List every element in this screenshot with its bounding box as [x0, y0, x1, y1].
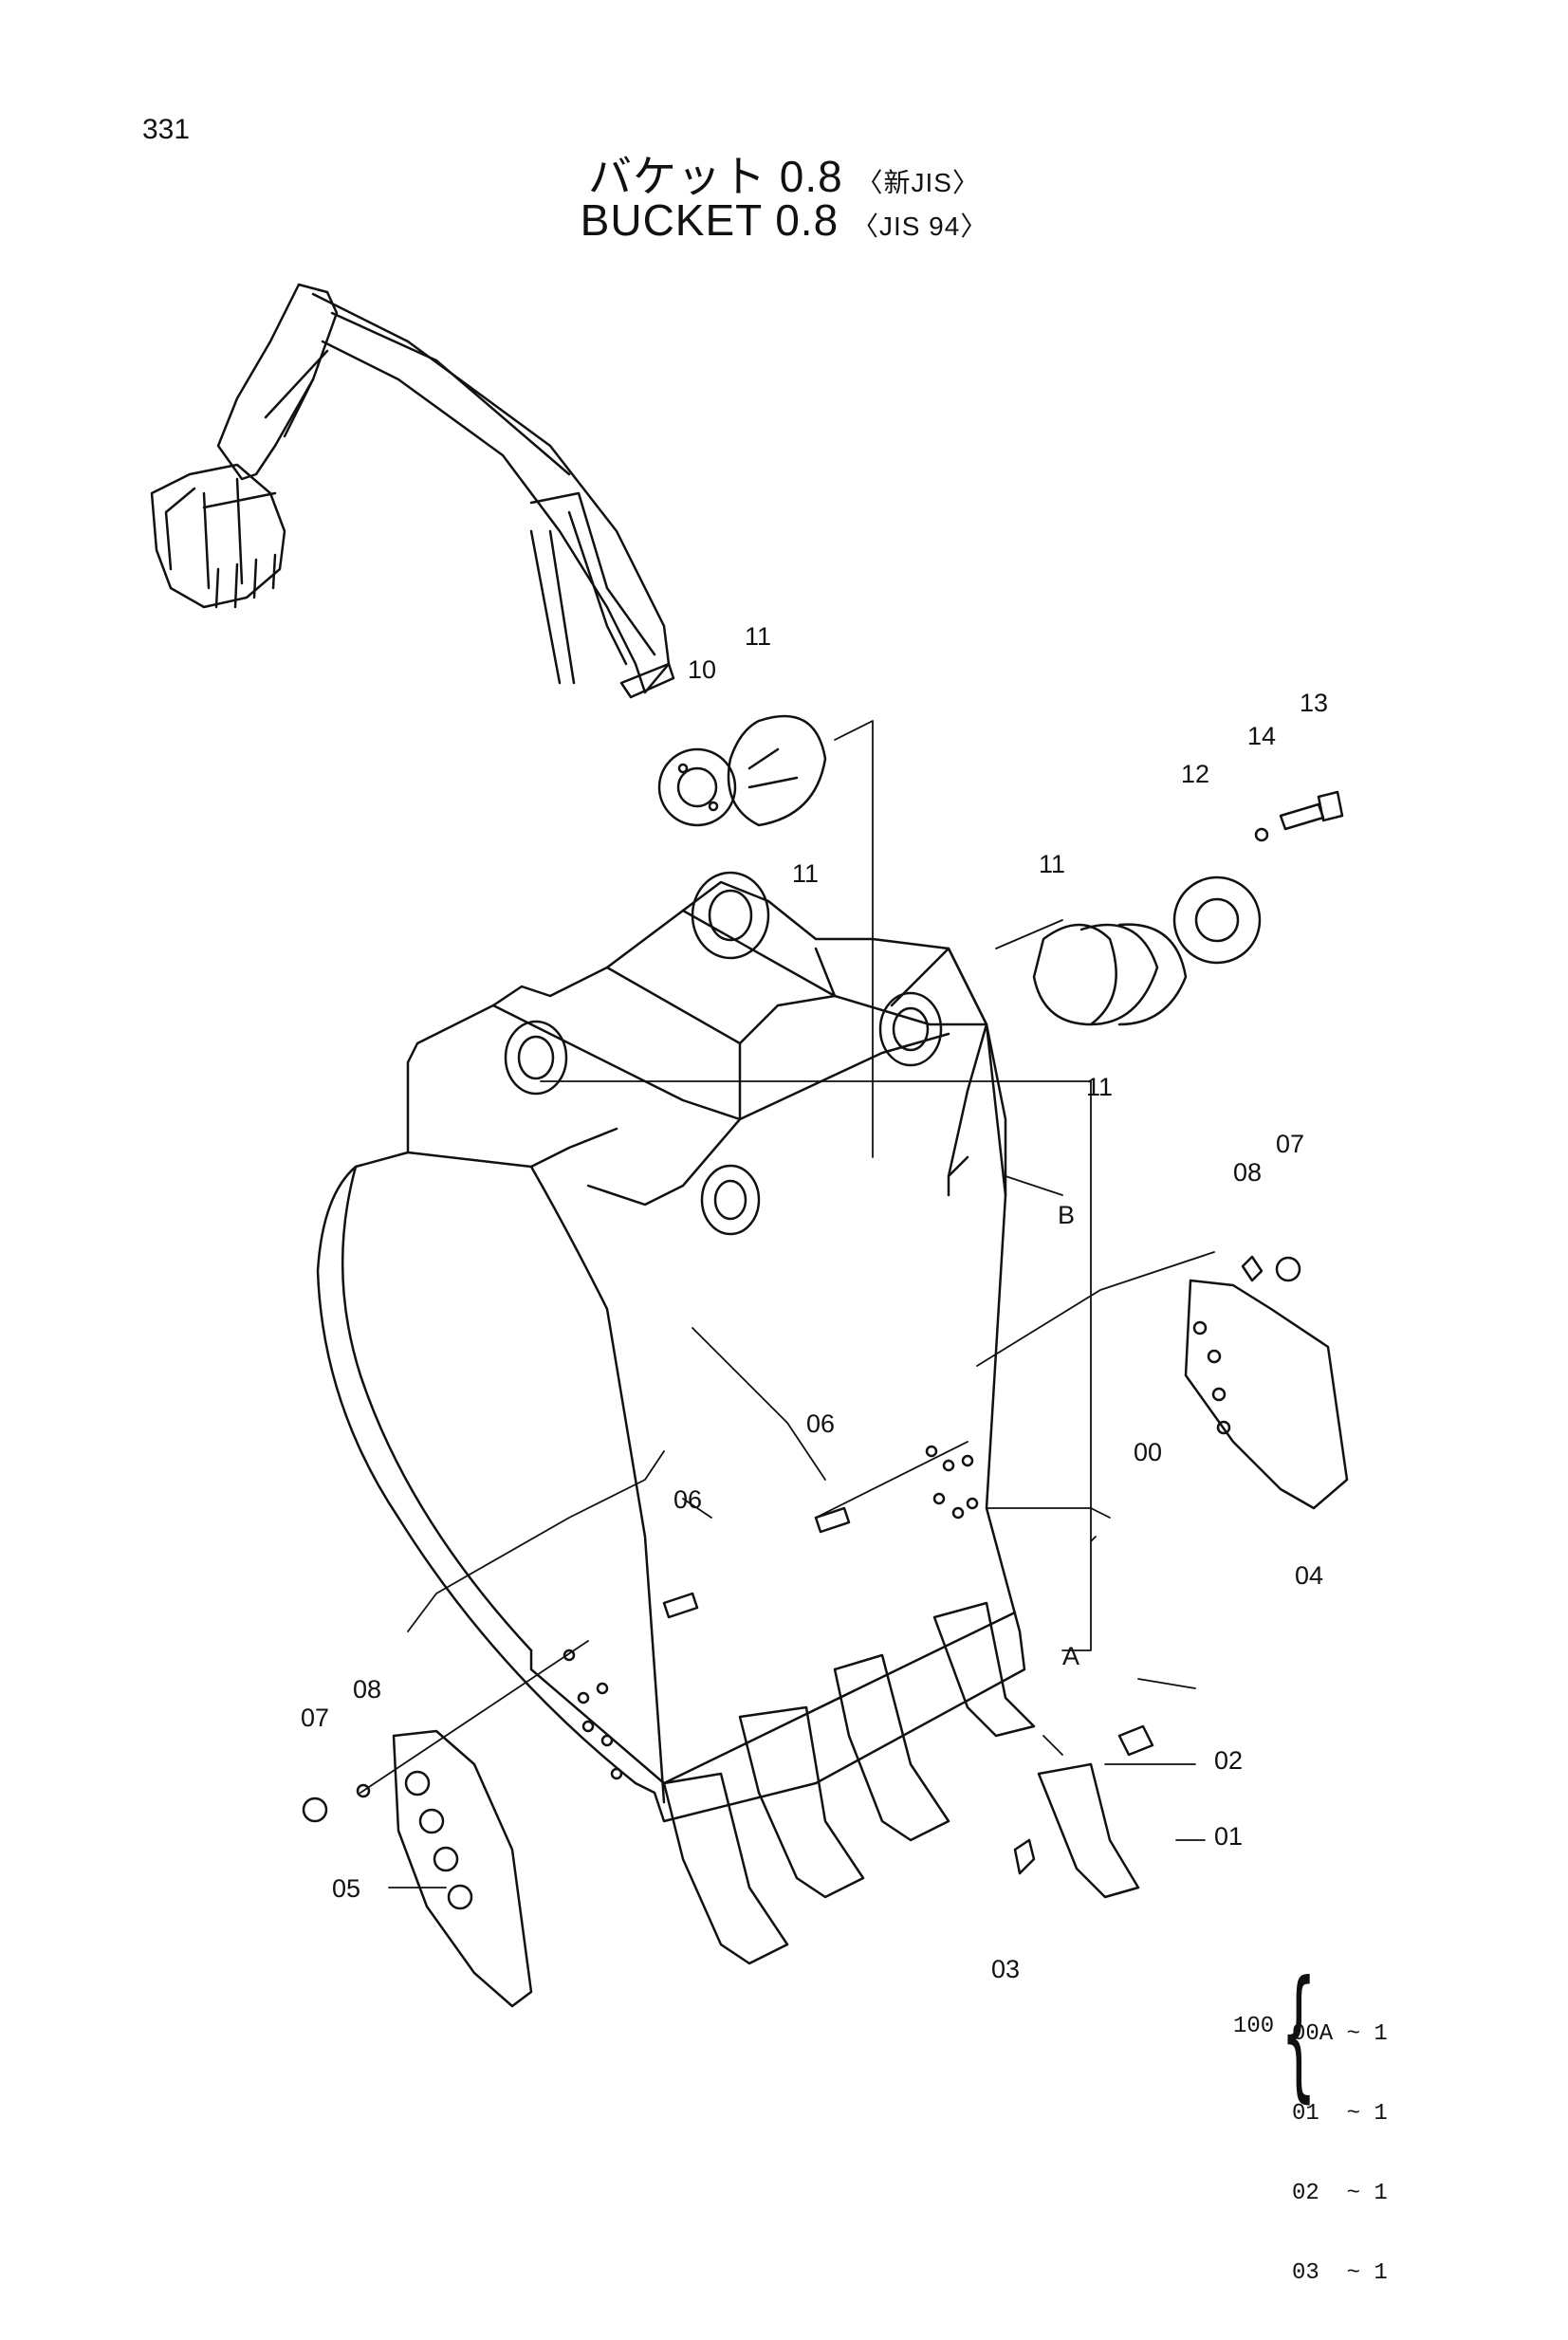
callout-08-right: 08 — [1233, 1158, 1262, 1187]
callout-12: 12 — [1181, 760, 1209, 788]
assembly-lines: 00A ~ 1 01 ~ 1 02 ~ 1 03 ~ 1 — [1292, 1968, 1388, 2340]
title-japanese-main: バケット 0.8 — [588, 152, 843, 201]
callout-a: A — [1062, 1642, 1079, 1670]
callout-08-left: 08 — [353, 1675, 381, 1704]
page-number: 331 — [142, 114, 191, 145]
assembly-line-3: 02 ~ 1 — [1292, 2181, 1388, 2206]
title-english: BUCKET 0.8 〈JIS 94〉 — [0, 194, 1568, 246]
callout-11-top: 11 — [745, 622, 771, 651]
callout-10: 10 — [688, 655, 716, 684]
hardware-parts — [302, 714, 1344, 1823]
assembly-line-1: 00A ~ 1 — [1292, 2021, 1388, 2047]
callout-03: 03 — [991, 1955, 1020, 1983]
callout-00: 00 — [1134, 1438, 1162, 1466]
title-japanese: バケット 0.8 〈新JIS〉 — [0, 142, 1568, 205]
bucket-body — [316, 880, 1026, 1823]
bucket-side-holes — [563, 1445, 979, 1780]
callout-01: 01 — [1214, 1822, 1243, 1851]
callout-11-mid-upper: 11 — [792, 859, 819, 888]
callout-14: 14 — [1247, 722, 1276, 750]
callout-11-right-upper: 11 — [1039, 850, 1065, 878]
side-cutter-left — [392, 1729, 533, 2008]
callout-b: B — [1058, 1201, 1075, 1229]
callout-06-lower: 06 — [673, 1485, 702, 1514]
bucket-teeth — [662, 1601, 1154, 1965]
callout-07-left: 07 — [301, 1704, 329, 1732]
callout-labels: 00 01 02 03 04 05 06 06 07 07 08 08 10 1… — [301, 622, 1328, 1983]
callout-07-right: 07 — [1276, 1130, 1304, 1158]
brace-symbol: { — [1281, 1951, 1318, 2116]
title-japanese-spec: 〈新JIS〉 — [856, 168, 980, 197]
title-english-spec: 〈JIS 94〉 — [851, 212, 988, 241]
callout-02: 02 — [1214, 1746, 1243, 1775]
callout-06-upper: 06 — [806, 1410, 835, 1438]
excavator-arm-illustration — [150, 283, 675, 699]
side-cutter-right — [1184, 1279, 1349, 1510]
title-english-main: BUCKET 0.8 — [580, 195, 839, 245]
callout-05: 05 — [332, 1874, 360, 1903]
exploded-parts-diagram: 00 01 02 03 04 05 06 06 07 07 08 08 10 1… — [150, 283, 1349, 2008]
assembly-line-2: 01 ~ 1 — [1292, 2101, 1388, 2127]
bucket-bosses — [504, 871, 943, 1236]
callout-11-right-lower: 11 — [1086, 1073, 1113, 1101]
assembly-line-4: 03 ~ 1 — [1292, 2260, 1388, 2286]
callout-13: 13 — [1300, 689, 1328, 717]
callout-04: 04 — [1295, 1561, 1323, 1590]
leader-lines — [360, 720, 1215, 1889]
assembly-code: 100 — [1233, 2014, 1275, 2039]
